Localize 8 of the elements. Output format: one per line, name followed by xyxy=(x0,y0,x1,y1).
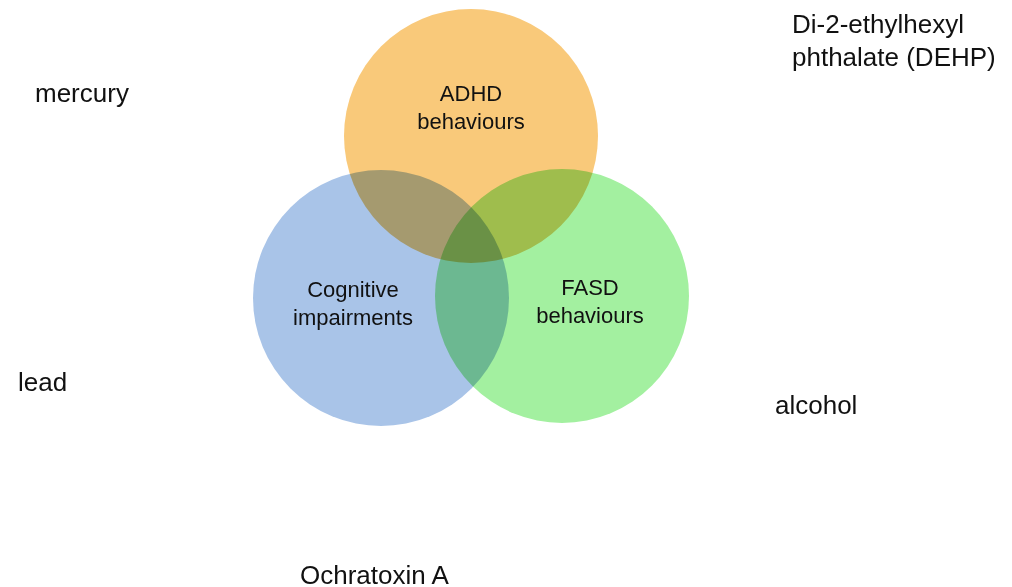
substance-label: Di-2-ethylhexyl phthalate (DEHP) xyxy=(792,8,997,74)
substance-label: alcohol xyxy=(775,389,859,422)
circle-label: FASD behaviours xyxy=(535,274,645,330)
substance-label: mercury xyxy=(35,77,130,110)
substance-label: lead xyxy=(18,366,69,399)
circle-label: Cognitive impairments xyxy=(292,276,414,332)
substance-label: Ochratoxin A xyxy=(300,559,450,587)
circle-label: ADHD behaviours xyxy=(416,80,526,136)
